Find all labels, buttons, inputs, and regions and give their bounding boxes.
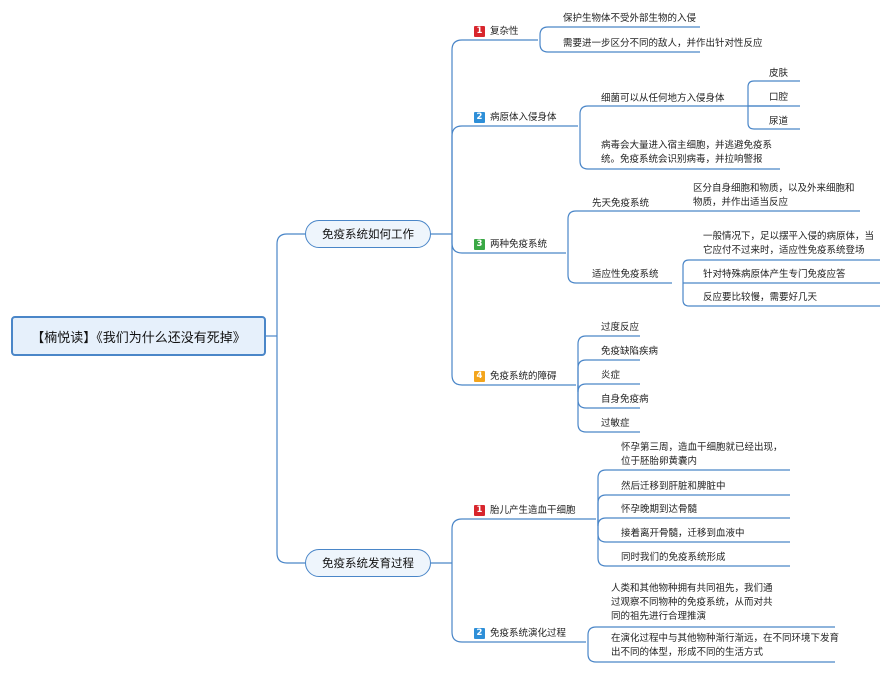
- connector-line-4: [451, 125, 472, 234]
- leaf-liver-spleen[interactable]: 然后迁移到肝脏和脾脏中: [621, 481, 726, 492]
- connector-line-38: [597, 519, 790, 567]
- connector-line-3: [451, 39, 472, 234]
- leaf-adaptive-entry[interactable]: 一般情况下，足以摆平入侵的病原体，当它应付不过来时，适应性免疫系统登场: [703, 231, 875, 256]
- leaf-system-forms[interactable]: 同时我们的免疫系统形成: [621, 552, 726, 563]
- connector-line-40: [587, 626, 835, 642]
- topic-label: 病原体入侵身体: [490, 112, 557, 123]
- connector-line-26: [682, 283, 880, 307]
- leaf-allergy[interactable]: 过敏症: [601, 418, 630, 429]
- topic-immune-evolution[interactable]: 2 免疫系统演化过程: [474, 627, 566, 641]
- leaf-adaptive-specific[interactable]: 针对特殊病原体产生专门免疫应答: [703, 269, 846, 280]
- connector-line-28: [577, 335, 640, 385]
- topic-label: 免疫系统的障碍: [490, 371, 557, 382]
- leaf-bone-marrow[interactable]: 怀孕晚期到达骨髓: [621, 504, 698, 515]
- topic-label: 复杂性: [490, 26, 519, 37]
- connector-line-17: [747, 80, 800, 106]
- leaf-skin[interactable]: 皮肤: [769, 68, 789, 79]
- badge-number: 2: [474, 628, 485, 639]
- leaf-urethra[interactable]: 尿道: [769, 116, 789, 127]
- connector-line-15: [579, 105, 780, 126]
- connector-line-30: [577, 383, 640, 393]
- connector-line-19: [747, 106, 800, 130]
- branch-how-immune-works[interactable]: 免疫系统如何工作: [305, 220, 431, 248]
- connector-line-24: [682, 259, 880, 283]
- topic-label: 两种免疫系统: [490, 239, 548, 250]
- badge-number: 1: [474, 505, 485, 516]
- root-label: 【楠悦读】《我们为什么还没有死掉》: [31, 330, 246, 346]
- leaf-virus-enter-cells[interactable]: 病毒会大量进入宿主细胞，并逃避免疫系统。免疫系统会识别病毒，并拉响警报: [601, 140, 773, 165]
- leaf-bacteria-invade[interactable]: 细菌可以从任何地方入侵身体: [601, 93, 725, 104]
- leaf-innate-distinguish[interactable]: 区分自身细胞和物质，以及外来细胞和物质，并作出适当反应: [693, 183, 855, 208]
- connector-line-0: [276, 233, 305, 336]
- connector-line-16: [579, 126, 780, 170]
- topic-pathogen-invasion[interactable]: 2 病原体入侵身体: [474, 111, 557, 125]
- root-node[interactable]: 【楠悦读】《我们为什么还没有死掉》: [11, 316, 266, 356]
- badge-number: 2: [474, 112, 485, 123]
- topic-label: 胎儿产生造血干细胞: [490, 505, 576, 516]
- connector-line-36: [597, 517, 790, 527]
- topic-label: 免疫系统演化过程: [490, 628, 567, 639]
- connector-line-29: [577, 359, 640, 385]
- leaf-distinguish-enemies[interactable]: 需要进一步区分不同的敌人，并作出针对性反应: [563, 38, 763, 49]
- connector-line-9: [451, 563, 472, 643]
- leaf-inflammation[interactable]: 炎症: [601, 370, 621, 381]
- connector-line-34: [597, 469, 790, 519]
- badge-number: 3: [474, 239, 485, 250]
- topic-fetal-stem-cells[interactable]: 1 胎儿产生造血干细胞: [474, 504, 576, 518]
- connector-line-8: [451, 518, 472, 563]
- branch-label: 免疫系统如何工作: [322, 227, 414, 241]
- topic-two-immune-systems[interactable]: 3 两种免疫系统: [474, 238, 547, 252]
- connector-line-5: [451, 234, 472, 254]
- badge-number: 4: [474, 371, 485, 382]
- connector-line-32: [577, 385, 640, 433]
- leaf-protect-organism[interactable]: 保护生物体不受外部生物的入侵: [563, 13, 697, 24]
- branch-label: 免疫系统发育过程: [322, 556, 414, 570]
- topic-complexity[interactable]: 1 复杂性: [474, 25, 519, 39]
- leaf-autoimmune[interactable]: 自身免疫病: [601, 394, 649, 405]
- connector-line-13: [539, 40, 700, 53]
- leaf-diverge-environments[interactable]: 在演化过程中与其他物种渐行渐远，在不同环境下发育出不同的体型，形成不同的生活方式: [611, 633, 840, 658]
- connector-line-6: [451, 234, 472, 386]
- connector-line-22: [567, 253, 672, 284]
- connector-line-35: [597, 494, 790, 519]
- leaf-adaptive-slow[interactable]: 反应要比较慢，需要好几天: [703, 292, 818, 303]
- connector-line-1: [276, 336, 305, 564]
- badge-number: 1: [474, 26, 485, 37]
- leaf-common-ancestor[interactable]: 人类和其他物种拥有共同祖先，我们通过观察不同物种的免疫系统，从而对共同的祖先进行…: [611, 583, 773, 622]
- connector-line-41: [587, 642, 835, 663]
- topic-immune-disorders[interactable]: 4 免疫系统的障碍: [474, 370, 557, 384]
- leaf-mouth[interactable]: 口腔: [769, 92, 789, 103]
- leaf-innate-immunity[interactable]: 先天免疫系统: [592, 198, 650, 209]
- leaf-overreaction[interactable]: 过度反应: [601, 322, 640, 333]
- leaf-immunodeficiency[interactable]: 免疫缺陷疾病: [601, 346, 659, 357]
- leaf-third-week[interactable]: 怀孕第三周，造血干细胞就已经出现，位于胚胎卵黄囊内: [621, 442, 783, 467]
- connector-line-21: [567, 210, 672, 253]
- branch-immune-development[interactable]: 免疫系统发育过程: [305, 549, 431, 577]
- connector-line-12: [539, 26, 700, 40]
- leaf-adaptive-immunity[interactable]: 适应性免疫系统: [592, 269, 659, 280]
- leaf-into-blood[interactable]: 接着离开骨髓，迁移到血液中: [621, 528, 745, 539]
